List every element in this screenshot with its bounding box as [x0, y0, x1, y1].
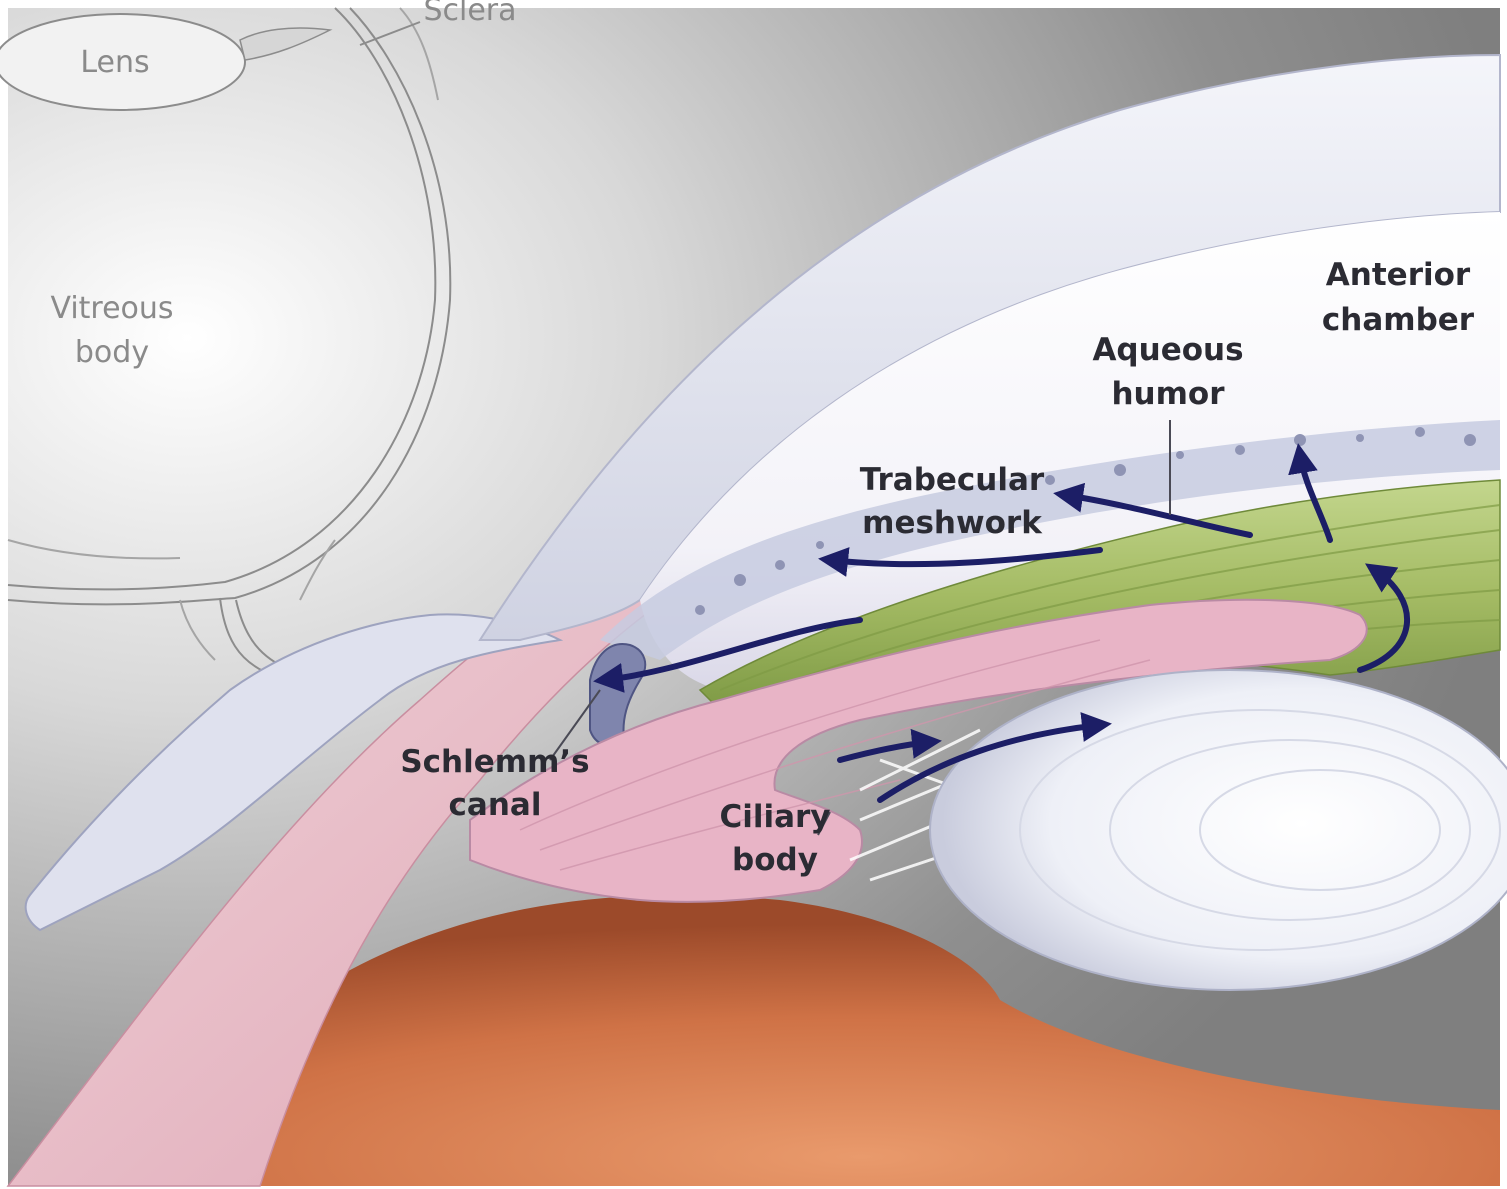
label-lens: Lens [80, 45, 149, 80]
label-aqueous-line2: humor [1111, 376, 1225, 412]
label-anterior-line2: chamber [1322, 302, 1475, 338]
label-anterior-line1: Anterior [1326, 257, 1471, 293]
label-vitreous-line2: body [75, 335, 149, 370]
label-vitreous-line1: Vitreous [50, 291, 173, 326]
label-schlemm-line1: Schlemm’s [400, 744, 589, 780]
label-sclera: Sclera [423, 0, 516, 28]
label-schlemm-line2: canal [449, 787, 542, 823]
label-aqueous-line1: Aqueous [1092, 332, 1243, 368]
crystalline-lens [930, 670, 1507, 990]
label-trabecular-line2: meshwork [862, 505, 1043, 541]
label-ciliary-line2: body [732, 842, 818, 878]
label-ciliary-line1: Ciliary [719, 799, 830, 835]
label-trabecular-line1: Trabecular [860, 462, 1045, 498]
